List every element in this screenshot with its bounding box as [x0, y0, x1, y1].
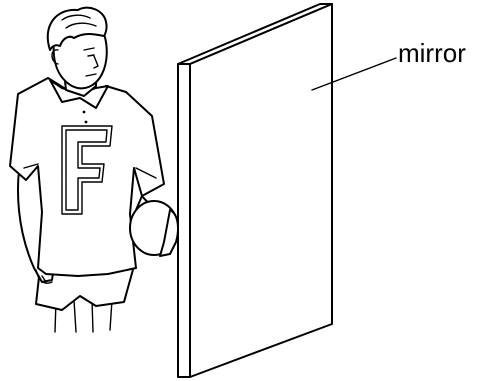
mirror-label: mirror — [398, 40, 466, 66]
mirror — [178, 4, 332, 377]
person — [10, 8, 178, 332]
mirror-front — [178, 64, 190, 377]
mirror-face — [190, 4, 332, 377]
